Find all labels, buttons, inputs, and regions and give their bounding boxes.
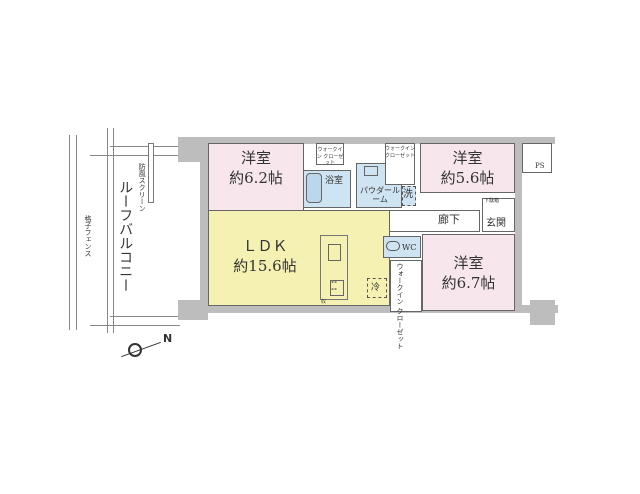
fence-label: 格子フェンス bbox=[84, 215, 93, 257]
balcony-edge bbox=[90, 155, 180, 156]
balcony-rail bbox=[113, 128, 114, 333]
room-size: 約5.6帖 bbox=[440, 169, 495, 187]
walk-in-closet-2 bbox=[385, 143, 415, 185]
wall-top bbox=[178, 137, 555, 144]
room-size: 約15.6帖 bbox=[233, 257, 297, 275]
wind-screen bbox=[148, 143, 154, 203]
entrance bbox=[482, 198, 515, 232]
balcony-rail bbox=[107, 128, 108, 333]
wall-corner bbox=[178, 137, 208, 162]
toilet-icon bbox=[386, 241, 400, 251]
bathtub-icon bbox=[306, 173, 322, 203]
storage-label: 収 bbox=[321, 299, 327, 305]
ps-label: PS bbox=[535, 162, 545, 170]
pipe-space bbox=[522, 143, 552, 173]
wall-left bbox=[200, 160, 208, 310]
wall-right bbox=[515, 137, 522, 307]
wall-bottom bbox=[208, 305, 558, 313]
room-size: 約6.7帖 bbox=[441, 274, 496, 292]
corridor-label: 廊下 bbox=[438, 213, 460, 226]
entrance-label: 玄関 bbox=[486, 218, 506, 229]
fridge-label: 冷 bbox=[371, 283, 381, 293]
western-room-1 bbox=[208, 143, 304, 211]
closet-label: ウォークイン クローゼット bbox=[316, 147, 344, 166]
kitchen-counter bbox=[320, 235, 348, 300]
room-size: 約6.2帖 bbox=[229, 169, 283, 187]
north-label: N bbox=[163, 332, 173, 345]
closet-label: ウォークイン クローゼット bbox=[396, 263, 405, 350]
sink-icon bbox=[364, 166, 378, 176]
western-room-2 bbox=[420, 143, 515, 193]
balcony-edge bbox=[110, 146, 180, 147]
ldk bbox=[208, 210, 390, 306]
closet-label: ウォークイン クローゼット bbox=[385, 146, 416, 159]
laundry-label: 洗 bbox=[403, 189, 413, 200]
laundry-space bbox=[402, 186, 416, 206]
balcony-fence-line bbox=[69, 135, 70, 330]
room-name: 洋室 bbox=[453, 254, 484, 272]
balcony-edge bbox=[110, 316, 180, 317]
balcony-edge bbox=[90, 325, 180, 326]
shoe-cabinet-label: 下駄箱 bbox=[484, 198, 500, 204]
walk-in-closet-1 bbox=[316, 143, 344, 165]
wind-screen-label: 防風スクリーン bbox=[138, 163, 147, 212]
walk-in-closet-3 bbox=[390, 260, 422, 312]
fridge-space bbox=[367, 278, 387, 298]
wall-corner bbox=[530, 300, 555, 325]
room-name: 洋室 bbox=[452, 149, 483, 167]
bath-label: 浴室 bbox=[325, 176, 344, 186]
balcony-fence-line bbox=[76, 135, 77, 330]
powder-label: パウダールーム bbox=[360, 186, 400, 205]
kitchen-sink-icon bbox=[328, 244, 341, 261]
wc-label: WC bbox=[402, 243, 417, 252]
western-room-3 bbox=[422, 234, 515, 311]
stove-icon: °°°° bbox=[330, 280, 344, 296]
balcony-label: ルーフバルコニー bbox=[117, 180, 134, 292]
room-name: ＬＤＫ bbox=[242, 237, 288, 255]
room-name: 洋室 bbox=[240, 149, 271, 167]
